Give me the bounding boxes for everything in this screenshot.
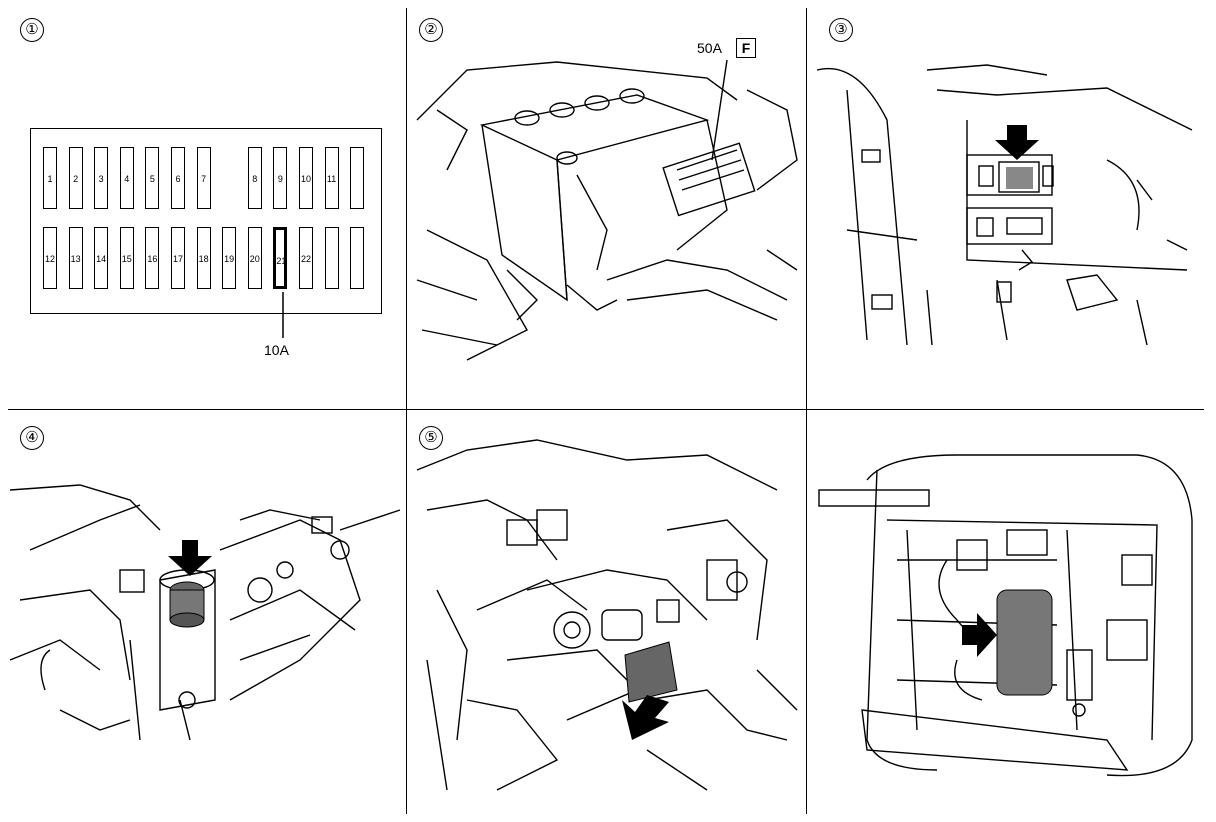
fuse-slot: 11 xyxy=(324,147,339,209)
fuse-callout-line xyxy=(282,292,284,338)
panel-battery: ② 50A F xyxy=(407,0,806,409)
fuse-slot: 3 xyxy=(94,147,109,209)
fuse-slot: 14 xyxy=(94,227,109,289)
fuse-slot: 12 xyxy=(43,227,57,289)
vertical-divider-left xyxy=(406,8,407,814)
vertical-divider-right xyxy=(806,8,807,814)
fuse-slot xyxy=(350,147,365,209)
fuse-slot: 17 xyxy=(171,227,185,289)
fuse-slot: 7 xyxy=(196,147,211,209)
step-number-4: ④ xyxy=(20,426,44,450)
fuse-slot: 21 xyxy=(273,227,288,289)
fuse-slot xyxy=(350,227,365,289)
arrow-indicator xyxy=(995,125,1039,160)
dash-switch-illustration xyxy=(816,64,1193,346)
arrow-indicator xyxy=(622,695,669,740)
horizontal-divider xyxy=(8,409,1204,410)
fuse-rating-label: 10A xyxy=(264,342,289,358)
fuse-slot: 2 xyxy=(68,147,83,209)
fuse-slot: 10 xyxy=(299,147,313,209)
fuse-slot: 6 xyxy=(171,147,185,209)
panel-transmission: ④ xyxy=(0,410,406,822)
transmission-illustration xyxy=(9,484,401,741)
fuse-slot xyxy=(324,227,339,289)
fuse-slot: 5 xyxy=(145,147,160,209)
step-number-1: ① xyxy=(20,18,44,42)
step-number-5: ⑤ xyxy=(419,426,443,450)
step-number-2: ② xyxy=(419,18,443,42)
panel-engine-bay: ⑤ xyxy=(407,410,806,822)
arrow-indicator xyxy=(962,613,997,657)
panel-dash-switch: ③ xyxy=(807,0,1216,409)
step-number-3: ③ xyxy=(829,18,853,42)
fuse-slot: 19 xyxy=(222,227,237,289)
fuse-slot: 1 xyxy=(43,147,57,209)
seat-frame-illustration xyxy=(818,454,1193,777)
battery-illustration xyxy=(416,59,798,361)
fuse-slot: 15 xyxy=(119,227,134,289)
engine-bay-illustration xyxy=(416,439,798,791)
fuse-slot: 22 xyxy=(299,227,313,289)
panel-seat-frame xyxy=(807,410,1216,822)
fuse-slot: 9 xyxy=(273,147,288,209)
arrow-indicator xyxy=(168,540,212,576)
fuse-slot: 4 xyxy=(119,147,134,209)
fusible-link-rating: 50A xyxy=(697,40,722,56)
fuse-slot: 16 xyxy=(145,227,160,289)
fuse-slot: 8 xyxy=(247,147,262,209)
fuse-slot: 13 xyxy=(68,227,83,289)
fuse-slot: 20 xyxy=(247,227,262,289)
fuse-slot: 18 xyxy=(196,227,211,289)
fusible-link-code: F xyxy=(736,38,756,58)
